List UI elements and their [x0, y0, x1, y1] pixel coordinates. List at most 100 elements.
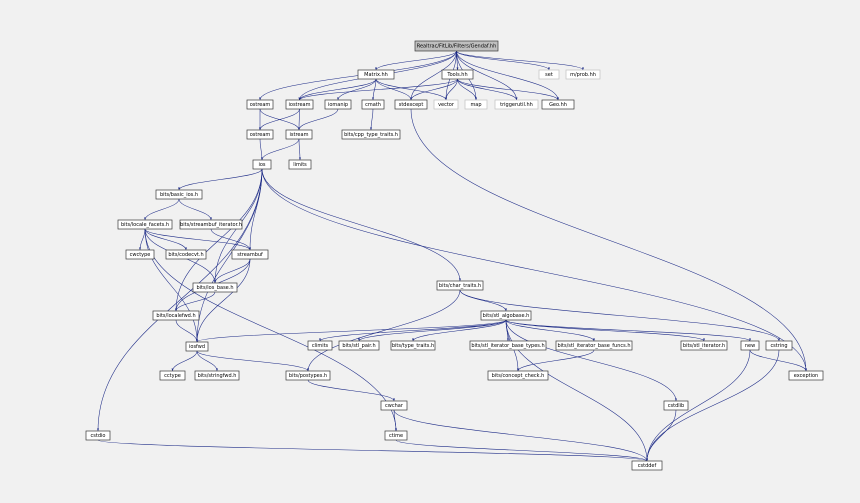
node-iterbasefuncs[interactable]: bits/stl_iterator_base_funcs.h	[555, 340, 633, 351]
edge-chartraits-to-cstring	[459, 289, 781, 342]
node-label: iomanip	[328, 102, 348, 108]
node-label: new	[745, 343, 755, 349]
node-label: cstring	[770, 343, 787, 349]
node-ios[interactable]: ios	[252, 159, 272, 170]
node-label: map	[470, 102, 481, 108]
node-iosfwd[interactable]: iosfwd	[185, 341, 209, 352]
node-basicios[interactable]: bits/basic_ios.h	[155, 189, 203, 200]
node-climits[interactable]: climits	[307, 340, 333, 351]
edge-algobase-to-iterbasefuncs	[505, 319, 596, 342]
node-streambuf[interactable]: streambuf	[231, 249, 269, 260]
node-label: bits/concept_check.h	[492, 373, 545, 379]
node-limits[interactable]: limits	[288, 159, 312, 170]
node-label: bits/stl_iterator.h	[683, 343, 725, 349]
dependency-edges	[96, 50, 808, 462]
node-label: bits/postypes.h	[289, 373, 327, 379]
edge-matrix-to-cmath	[371, 78, 377, 101]
node-label: m/prob.hh	[570, 72, 596, 78]
edge-istream-to-ios	[260, 138, 300, 161]
edge-algobase-to-stlpair	[357, 319, 507, 342]
node-label: bits/locale_facets.h	[121, 222, 169, 228]
node-label: vector	[438, 102, 455, 108]
node-iosbase[interactable]: bits/ios_base.h	[192, 282, 238, 293]
edge-tools-to-vector	[444, 78, 458, 101]
node-cstring[interactable]: cstring	[765, 340, 793, 351]
edge-tools-to-trigger	[457, 78, 518, 101]
node-label: limits	[293, 162, 307, 168]
node-ostream1[interactable]: ostream	[246, 99, 274, 110]
node-root: Realtrac/FitLib/Filters/Gendaf.hh	[414, 40, 499, 52]
node-new[interactable]: new	[740, 340, 760, 351]
node-chartraits[interactable]: bits/char_traits.h	[436, 280, 484, 291]
node-tools[interactable]: Tools.hh	[441, 69, 474, 80]
node-stliter[interactable]: bits/stl_iterator.h	[680, 340, 728, 351]
node-iostream[interactable]: iostream	[285, 99, 314, 110]
edge-algobase-to-typetraits	[411, 319, 507, 342]
node-localefacets[interactable]: bits/locale_facets.h	[117, 219, 173, 230]
edge-root-to-trigger	[456, 50, 518, 101]
node-label: cctype	[164, 373, 181, 379]
edge-root-to-geo	[456, 50, 560, 101]
node-ostream2[interactable]: ostream	[246, 129, 274, 140]
node-codecvt[interactable]: bits/codecvt.h	[165, 249, 207, 260]
edge-matrix-to-vector	[375, 78, 448, 101]
node-mprob: m/prob.hh	[565, 69, 601, 80]
node-iomanip[interactable]: iomanip	[324, 99, 352, 110]
node-matrix[interactable]: Matrix.hh	[357, 69, 395, 80]
node-label: stdexcept	[399, 102, 424, 108]
edge-stdexcept-to-exception	[410, 108, 808, 372]
edge-root-to-stdexcept	[409, 50, 457, 101]
edge-cwchar-to-cstddef	[393, 409, 649, 462]
edge-algobase-to-new	[505, 319, 752, 342]
node-istream[interactable]: istream	[285, 129, 313, 140]
edge-cwchar-to-ctime	[393, 409, 398, 432]
edge-tools-to-map	[457, 78, 478, 101]
edge-ios-to-cstdio	[96, 168, 263, 432]
edge-new-to-cstddef	[645, 349, 751, 462]
node-cstdlib[interactable]: cstdlib	[663, 400, 689, 411]
edge-algobase-to-stliter	[505, 319, 706, 342]
node-label: iosfwd	[189, 344, 205, 350]
edge-iosfwd-to-cctype	[171, 350, 198, 372]
node-cstddef[interactable]: cstddef	[631, 460, 663, 471]
node-label: ctime	[389, 433, 403, 439]
node-stringfwd[interactable]: bits/stringfwd.h	[194, 370, 240, 381]
node-cwchar[interactable]: cwchar	[380, 400, 408, 411]
node-label: cwctype	[130, 252, 151, 258]
node-iterbasetypes[interactable]: bits/stl_iterator_base_types.h	[469, 340, 547, 351]
node-cstdio[interactable]: cstdio	[85, 430, 111, 441]
edge-algobase-to-climits	[318, 319, 507, 342]
edge-root-to-set	[456, 50, 551, 71]
node-label: bits/ios_base.h	[196, 285, 233, 291]
node-algobase[interactable]: bits/stl_algobase.h	[480, 310, 532, 321]
node-geo[interactable]: Geo.hh	[541, 99, 575, 110]
node-trigger: triggerutil.hh	[494, 99, 539, 110]
node-label: bits/type_traits.h	[392, 343, 434, 349]
node-typetraits[interactable]: bits/type_traits.h	[390, 340, 436, 351]
edge-algobase-to-iosfwd	[195, 319, 507, 343]
node-stdexcept[interactable]: stdexcept	[394, 99, 428, 110]
node-conceptcheck[interactable]: bits/concept_check.h	[487, 370, 549, 381]
node-localefwd[interactable]: bits/localefwd.h	[152, 310, 200, 321]
node-cwctype[interactable]: cwctype	[125, 249, 155, 260]
node-vector: vector	[433, 99, 459, 110]
edge-iostream-to-ostream2	[258, 108, 300, 131]
edge-tools-to-geo	[457, 78, 560, 101]
node-cmath[interactable]: cmath	[361, 99, 385, 110]
node-cpptype[interactable]: bits/cpp_type_traits.h	[341, 129, 401, 140]
node-cctype[interactable]: cctype	[159, 370, 186, 381]
edge-localefacets-to-streambuf	[144, 228, 252, 251]
node-label: Matrix.hh	[364, 72, 388, 78]
edge-ctime-to-cstddef	[395, 439, 649, 462]
node-label: bits/stl_pair.h	[342, 343, 375, 349]
node-ctime[interactable]: ctime	[384, 430, 408, 441]
edge-iosfwd-to-postypes	[196, 350, 310, 372]
node-stlpair[interactable]: bits/stl_pair.h	[338, 340, 380, 351]
edge-ios-to-streambuf	[248, 168, 263, 251]
node-exception[interactable]: exception	[788, 370, 824, 381]
edge-tools-to-iostream	[298, 78, 458, 101]
node-label: streambuf	[237, 252, 263, 258]
node-postypes[interactable]: bits/postypes.h	[285, 370, 331, 381]
node-sbufiter[interactable]: bits/streambuf_iterator.h	[179, 219, 243, 230]
